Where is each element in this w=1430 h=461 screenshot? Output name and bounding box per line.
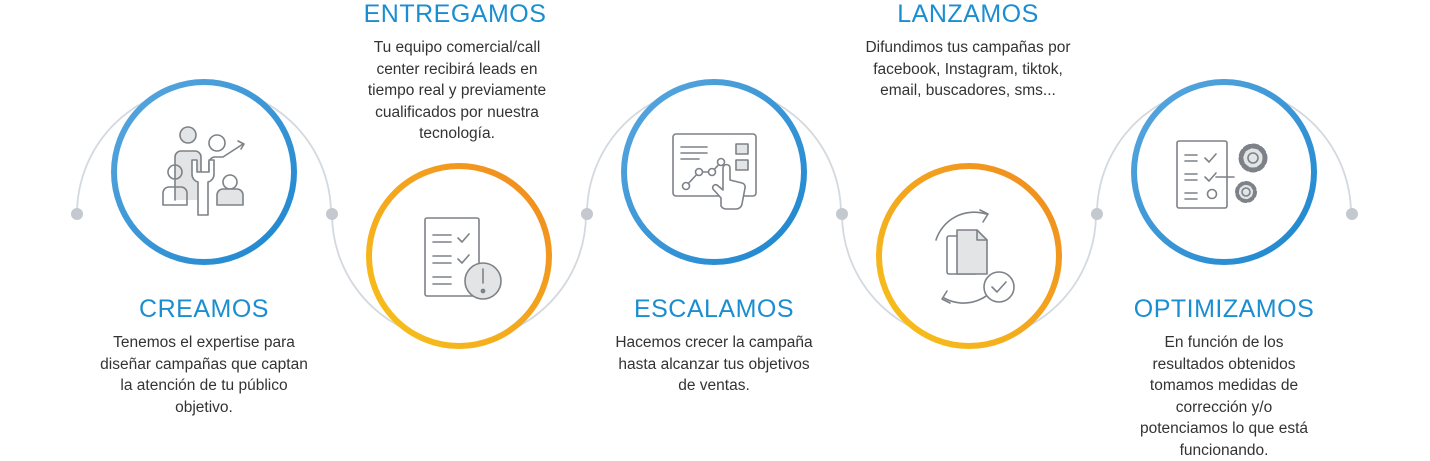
step-ring-optimizamos (1131, 79, 1317, 265)
team-tools-icon (162, 126, 245, 216)
step-ring-entregamos (366, 163, 552, 349)
connector-node (71, 208, 83, 220)
step-desc-optimizamos: En función de los resultados obtenidos t… (1139, 334, 1309, 459)
step-desc-entregamos: Tu equipo comercial/call center recibirá… (367, 39, 547, 142)
step-title-escalamos: ESCALAMOS (633, 295, 795, 323)
step-title-optimizamos: OPTIMIZAMOS (1133, 295, 1315, 323)
step-desc-escalamos: Hacemos crecer la campaña hasta alcanzar… (615, 334, 813, 394)
connector-node (1346, 208, 1358, 220)
connector-node (1091, 208, 1103, 220)
step-title-entregamos: ENTREGAMOS (363, 0, 547, 28)
documents-sync-icon (935, 209, 1015, 304)
connector-node (326, 208, 338, 220)
step-desc-lanzamos: Difundimos tus campañas por facebook, In… (865, 39, 1071, 99)
dashboard-touch-icon (672, 133, 757, 210)
step-title-creamos: CREAMOS (139, 295, 269, 323)
checklist-gears-icon (1176, 140, 1268, 209)
connector-node (581, 208, 593, 220)
step-title-lanzamos: LANZAMOS (897, 0, 1039, 28)
connector-node (836, 208, 848, 220)
checklist-alert-icon (424, 217, 502, 300)
step-desc-creamos: Tenemos el expertise para diseñar campañ… (100, 334, 308, 416)
